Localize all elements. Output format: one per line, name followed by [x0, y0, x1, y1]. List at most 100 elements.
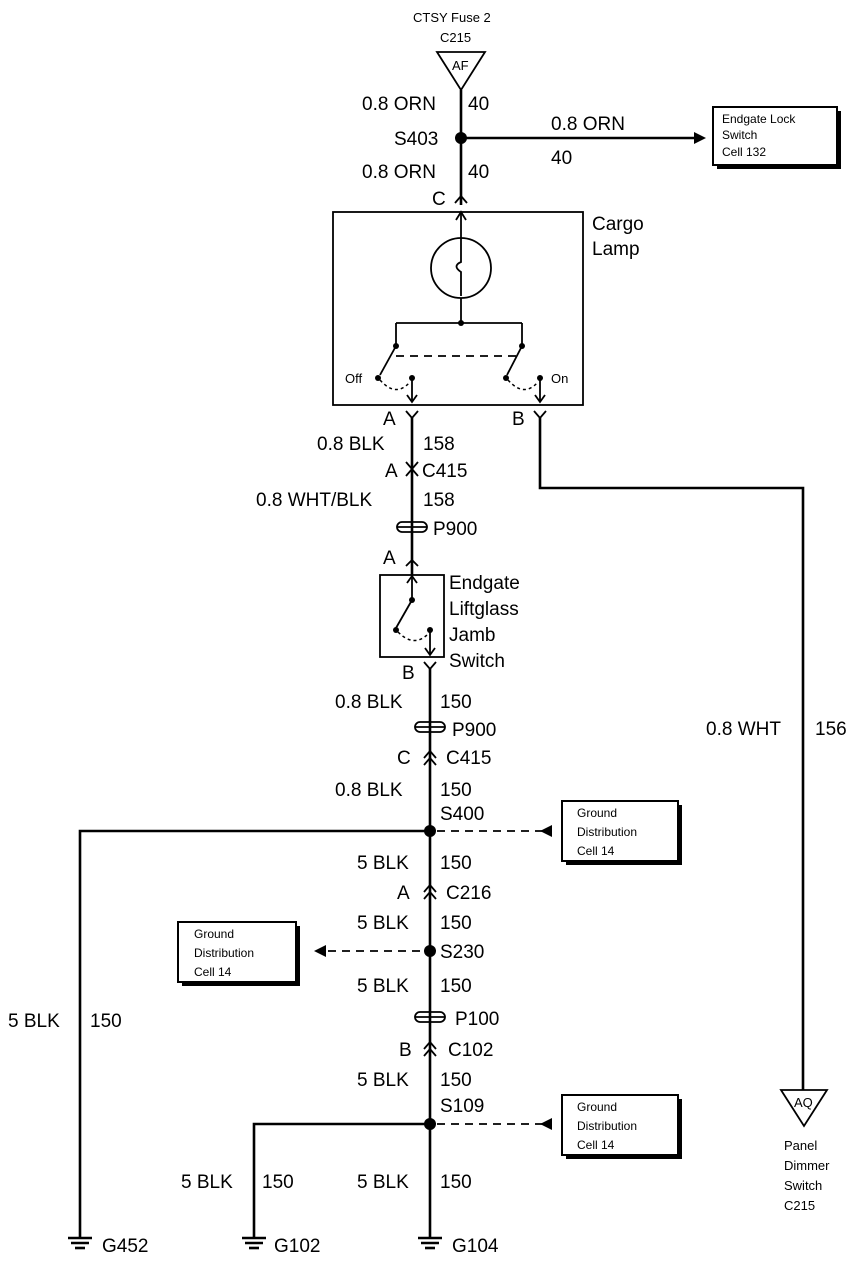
- contact-dot: [375, 375, 381, 381]
- wire-label: 0.8 WHT: [706, 719, 781, 740]
- wire-label: 5 BLK: [8, 1011, 60, 1032]
- fuse-connector: C215: [440, 30, 471, 45]
- connector-pin-label: B: [399, 1040, 412, 1061]
- circuit-label: 150: [440, 1172, 472, 1193]
- ref-line: Switch: [722, 128, 757, 142]
- circuit-label: 158: [423, 434, 455, 455]
- ref-line: Cell 14: [577, 844, 615, 858]
- arrow-up-icon: [406, 574, 418, 584]
- connector-chevron-icon: [405, 410, 419, 420]
- ref-line: Distribution: [577, 1119, 637, 1133]
- circuit-label: 40: [551, 148, 572, 169]
- circuit-label: 150: [440, 1070, 472, 1091]
- splice-label: S230: [440, 942, 484, 963]
- wire-label: 0.8 ORN: [362, 94, 436, 115]
- connector-label: C216: [446, 883, 491, 904]
- component-label: Jamb: [449, 625, 495, 646]
- panel-dimmer-terminal-triangle: [779, 1089, 829, 1128]
- connector-pin-label: B: [512, 409, 525, 430]
- connector-chevron-icon: [423, 1040, 437, 1050]
- ref-box-ground-dist: [177, 921, 297, 983]
- wire-label: 5 BLK: [357, 1070, 409, 1091]
- ref-line: C215: [784, 1198, 815, 1213]
- ref-line: Ground: [577, 806, 617, 820]
- connector-pin-label: A: [385, 461, 398, 482]
- fuse-name: CTSY Fuse 2: [413, 10, 491, 25]
- circuit-label: 40: [468, 94, 489, 115]
- arrow-down-icon: [534, 394, 546, 404]
- connector-chevron-icon: [423, 883, 437, 893]
- connector-chevron-icon: [423, 749, 437, 759]
- contact-dot: [503, 375, 509, 381]
- component-label: Lamp: [592, 239, 640, 260]
- contact-dot: [393, 627, 399, 633]
- travel-arc: [507, 379, 539, 391]
- wire-label: 0.8 ORN: [551, 114, 625, 135]
- panel-dimmer-terminal: AQ: [794, 1095, 813, 1110]
- jamb-switch-arm-icon: [395, 599, 413, 629]
- connector-label: C415: [422, 461, 467, 482]
- arrow-down-icon: [424, 647, 436, 657]
- wire-label: 0.8 BLK: [335, 780, 403, 801]
- wire-label: 5 BLK: [357, 853, 409, 874]
- switch-arm-on-icon: [506, 345, 523, 376]
- connector-pin-label: C: [397, 748, 411, 769]
- component-label: Endgate: [449, 573, 520, 594]
- connector-pin-label: A: [397, 883, 410, 904]
- circuit-label: 150: [262, 1172, 294, 1193]
- connector-pin-label: A: [383, 548, 396, 569]
- switch-off-label: Off: [345, 371, 362, 386]
- ground-symbol-icon: [242, 1236, 266, 1250]
- ref-line: Cell 132: [722, 145, 766, 159]
- ref-line: Ground: [577, 1100, 617, 1114]
- circuit-label: 158: [423, 490, 455, 511]
- fuse-terminal: AF: [452, 58, 469, 73]
- connector-label: C415: [446, 748, 491, 769]
- circuit-label: 150: [440, 853, 472, 874]
- arrow-left-icon: [540, 825, 552, 837]
- switch-on-label: On: [551, 371, 568, 386]
- circuit-label: 150: [440, 692, 472, 713]
- arrow-up-icon: [455, 210, 467, 221]
- ground-label: G104: [452, 1236, 499, 1257]
- component-label: Cargo: [592, 214, 644, 235]
- wire-label: 5 BLK: [357, 913, 409, 934]
- circuit-label: 40: [468, 162, 489, 183]
- bulb-filament-icon: [455, 240, 462, 296]
- wire-label: 5 BLK: [181, 1172, 233, 1193]
- connector-chevron-icon: [405, 558, 419, 567]
- component-label: Switch: [449, 651, 505, 672]
- connector-pin-label: B: [402, 663, 415, 684]
- circuit-label: 156: [815, 719, 847, 740]
- ref-box-ground-dist: [561, 800, 679, 862]
- ref-line: Endgate Lock: [722, 112, 796, 126]
- splice-label: S400: [440, 804, 484, 825]
- connector-chevron-icon: [423, 890, 437, 900]
- wire-blk-150-g102: [252, 1122, 430, 1238]
- ground-symbol-icon: [418, 1236, 442, 1250]
- wire-label: 0.8 ORN: [362, 162, 436, 183]
- arrow-left-icon: [540, 1118, 552, 1130]
- circuit-label: 150: [440, 976, 472, 997]
- arrow-down-icon: [406, 394, 418, 404]
- circuit-label: 150: [90, 1011, 122, 1032]
- ref-line: Cell 14: [194, 965, 232, 979]
- wire-label: 5 BLK: [357, 976, 409, 997]
- ref-box-endgate-lock: [712, 106, 838, 166]
- cargo-lamp-box: [332, 211, 584, 406]
- splice-label: S109: [440, 1096, 484, 1117]
- ground-label: G102: [274, 1236, 320, 1257]
- ref-line: Panel: [784, 1138, 817, 1153]
- connector-label: P900: [452, 720, 496, 741]
- wire-label: 0.8 BLK: [335, 692, 403, 713]
- wire-wht-156: [538, 418, 805, 1090]
- fuse-terminal-triangle: [435, 51, 487, 92]
- wire-label: 0.8 WHT/BLK: [256, 490, 372, 511]
- ref-line: Cell 14: [577, 1138, 615, 1152]
- connector-chevron-icon: [423, 661, 437, 671]
- wire-blk-150-left: [78, 829, 430, 1238]
- wire-label: 5 BLK: [357, 1172, 409, 1193]
- connector-pin-label: C: [432, 189, 446, 210]
- connector-label: C102: [448, 1040, 493, 1061]
